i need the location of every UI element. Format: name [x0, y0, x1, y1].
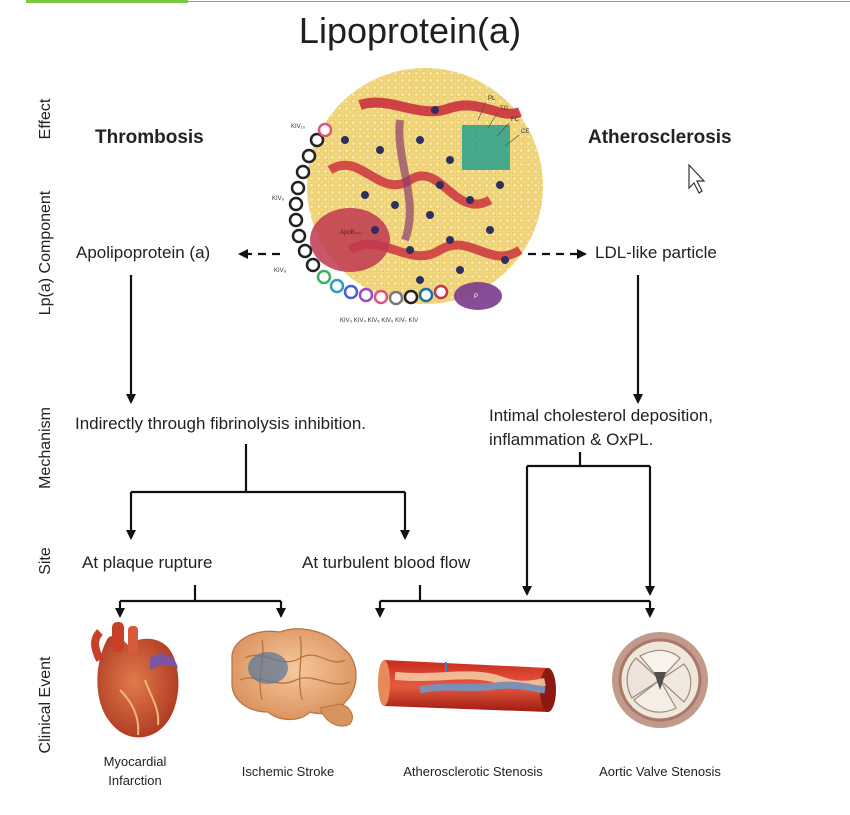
site-plaque-rupture: At plaque rupture	[82, 553, 213, 572]
mechanism-cholesterol-deposition: Intimal cholesterol deposition,	[489, 406, 713, 425]
event-caption-mi: Myocardial Infarction	[80, 752, 190, 790]
label-tg: TG	[500, 106, 509, 112]
label-kiv-bottom-row: KIV₃ KIV₄ KIV₅ KIV₆ KIV₇ KIV	[340, 318, 418, 324]
mechanism-inflammation: inflammation & OxPL.	[489, 430, 654, 449]
protease-domain	[454, 282, 502, 310]
event-caption-atherosclerotic-stenosis: Atherosclerotic Stenosis	[403, 764, 543, 779]
lpa-particle-illustration: KIV₁₀ KIV₉ KIV₈ ApoB₁₀₀ KIV₃ KIV₄ KIV₅ K…	[272, 68, 543, 324]
effect-atherosclerosis: Atherosclerosis	[588, 127, 732, 148]
label-apob: ApoB₁₀₀	[340, 230, 362, 236]
label-p: P	[474, 294, 478, 300]
component-apolipoprotein-a: Apolipoprotein (a)	[76, 243, 211, 262]
mouse-cursor-icon	[688, 163, 706, 194]
aortic-valve-illustration	[612, 632, 708, 728]
brain-illustration	[231, 628, 357, 727]
artery-illustration	[378, 660, 556, 712]
label-kiv-top: KIV₁₀	[291, 124, 306, 130]
event-caption-mi-line1: Myocardial	[103, 754, 167, 769]
kringle-chain	[288, 132, 325, 273]
heart-illustration	[91, 622, 179, 738]
effect-thrombosis: Thrombosis	[95, 127, 204, 148]
label-fc: FC	[511, 117, 520, 123]
component-ldl-like-particle: LDL-like particle	[595, 243, 717, 262]
label-ce: CE	[521, 129, 529, 135]
label-kiv-mid: KIV₉	[272, 196, 285, 202]
event-caption-aortic-valve-stenosis: Aortic Valve Stenosis	[599, 764, 721, 779]
connector-lines	[115, 249, 655, 618]
top-accent-bar	[26, 0, 188, 3]
label-pl: PL	[488, 96, 496, 102]
event-caption-ischemic-stroke: Ischemic Stroke	[241, 764, 335, 779]
event-caption-mi-line2: Infarction	[108, 773, 162, 788]
label-kiv-low: KIV₈	[274, 268, 287, 274]
top-divider-line	[188, 1, 850, 2]
site-turbulent-blood-flow: At turbulent blood flow	[302, 553, 471, 572]
mechanism-fibrinolysis-inhibition: Indirectly through fibrinolysis inhibiti…	[75, 414, 367, 433]
page-title: Lipoprotein(a)	[298, 10, 522, 51]
apob-domain	[310, 208, 390, 272]
